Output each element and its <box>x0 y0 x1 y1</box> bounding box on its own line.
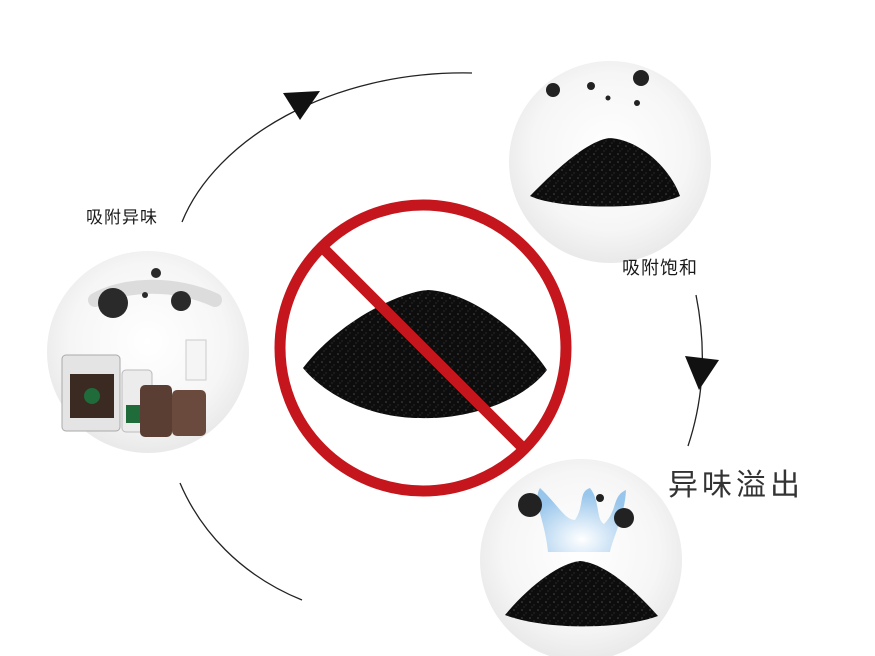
label-odor-overflow: 异味溢出 <box>668 460 804 504</box>
carbon-bags-illustration <box>47 251 249 453</box>
arrow-head-right <box>685 356 719 390</box>
label-adsorption-saturated: 吸附饱和 <box>622 254 698 280</box>
label-adsorb-odor: 吸附异味 <box>86 203 158 228</box>
odor-overflow-illustration <box>480 459 682 656</box>
arrow-head-top <box>283 91 320 120</box>
saturated-carbon-illustration <box>509 61 711 263</box>
cycle-arc-bottom-left <box>180 483 302 600</box>
no-activated-carbon-icon <box>280 205 566 491</box>
